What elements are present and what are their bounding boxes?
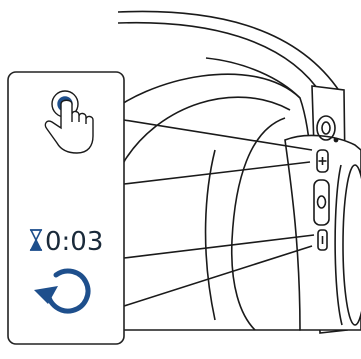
led-indicator [333, 137, 339, 143]
hinge-ring [316, 115, 336, 141]
earcup-buttons [313, 137, 339, 251]
hourglass-icon [29, 229, 43, 251]
instruction-panel: 0:03 [7, 71, 125, 345]
reset-icon [34, 268, 91, 314]
multifunction-button-center [316, 195, 327, 209]
finger-tap-icon [44, 90, 94, 154]
panel-frame [7, 71, 125, 345]
callout-lines [123, 119, 315, 307]
timer-value: 0:03 [45, 227, 103, 257]
